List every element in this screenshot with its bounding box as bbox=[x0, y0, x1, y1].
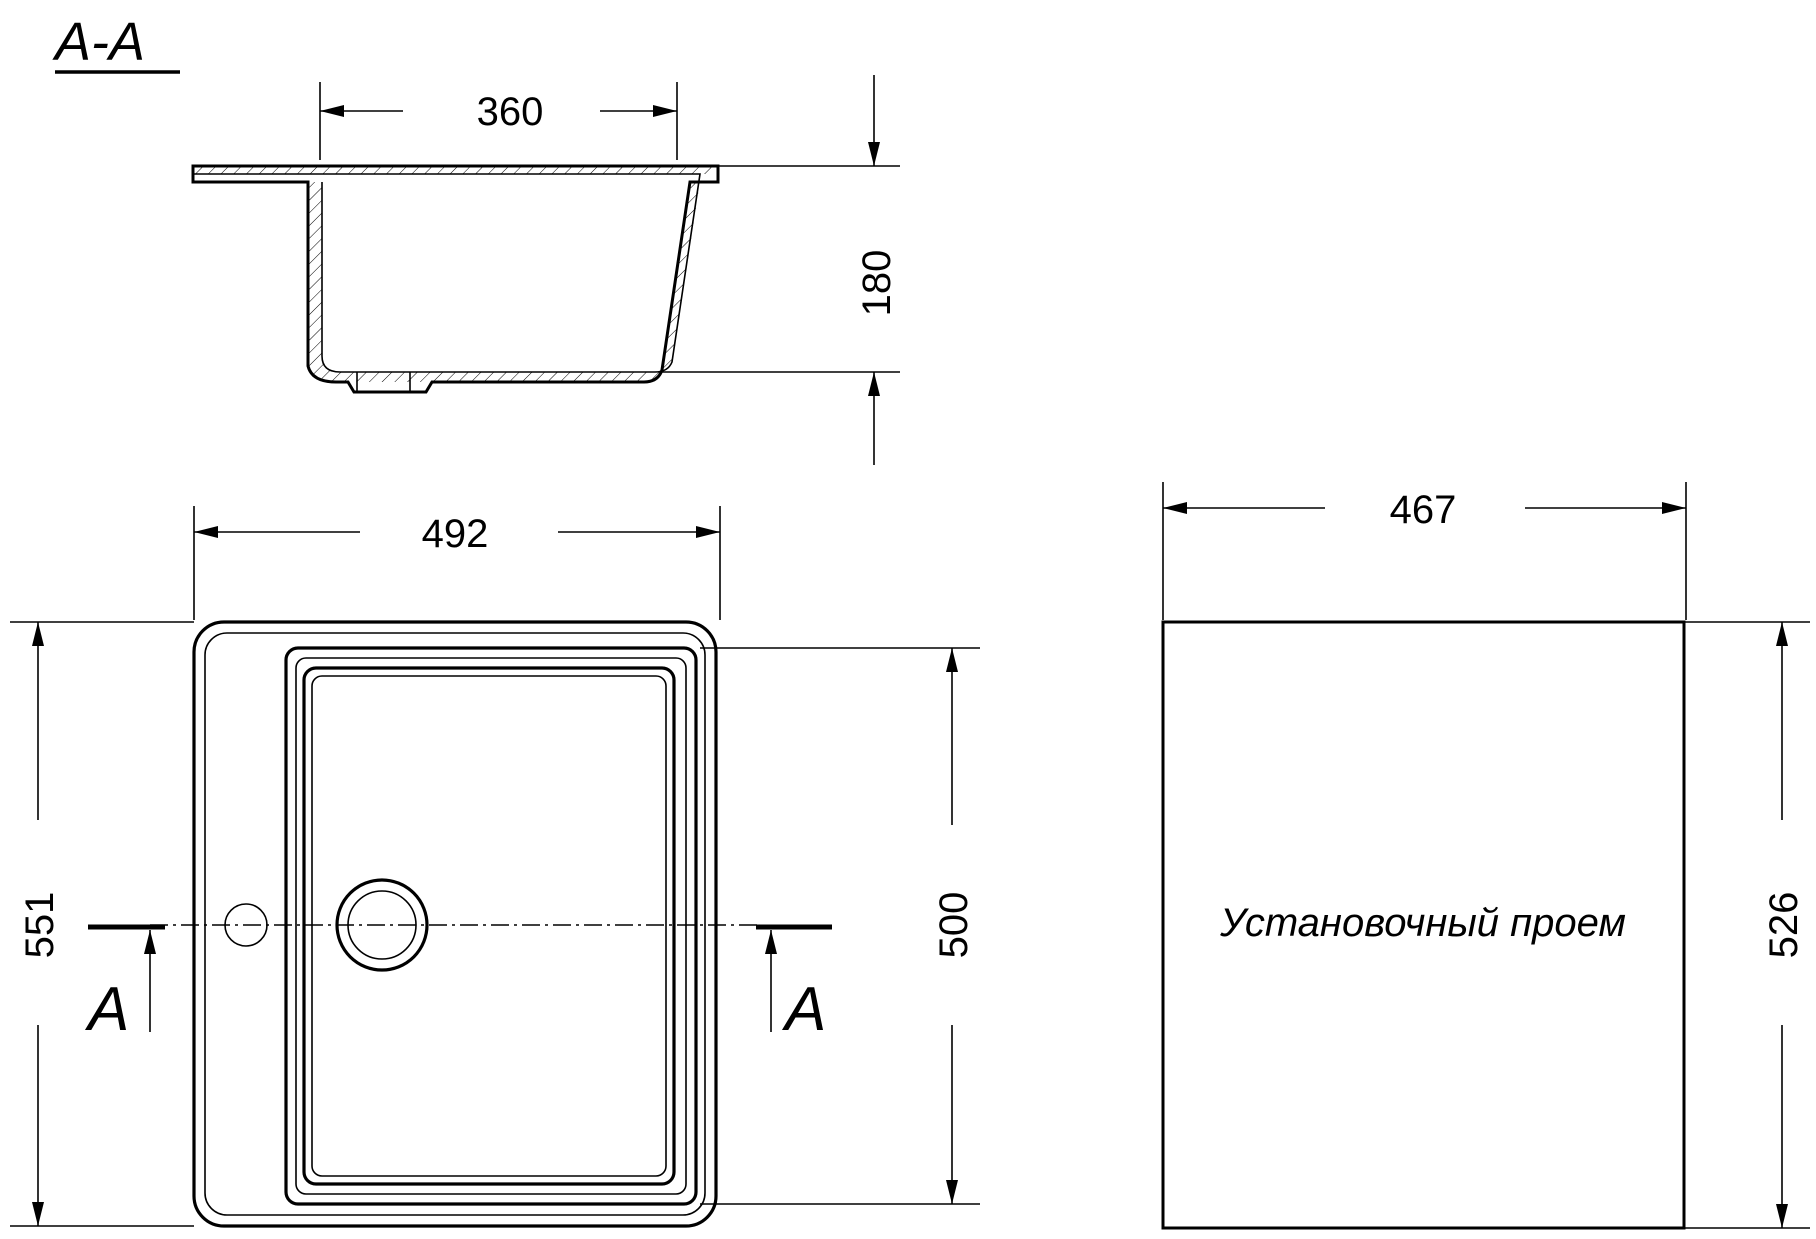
bowl-length-label: 500 bbox=[932, 892, 976, 959]
section-wall-hatch bbox=[308, 182, 700, 382]
section-depth-label: 180 bbox=[855, 250, 899, 317]
bowl-rim-inner bbox=[295, 657, 687, 1195]
cutout-rectangle bbox=[1161, 620, 1686, 1230]
bowl-rim-outer bbox=[284, 646, 698, 1206]
cutout-label: Установочный проем bbox=[1219, 901, 1626, 945]
plan-view: A A 492 551 500 bbox=[10, 506, 980, 1228]
cutout-view: Установочный проем 467 526 bbox=[1161, 482, 1810, 1230]
bowl-bottom-inner bbox=[311, 675, 667, 1177]
section-profile-outer bbox=[191, 164, 720, 394]
cutout-length-label: 526 bbox=[1762, 892, 1806, 959]
cutout-width-label: 467 bbox=[1390, 488, 1457, 532]
plan-width-label: 492 bbox=[422, 512, 489, 556]
bowl-bottom-outer bbox=[302, 666, 676, 1186]
plan-length-label: 551 bbox=[18, 892, 62, 959]
section-profile-inner bbox=[193, 173, 701, 373]
cut-marker-right-label: A bbox=[781, 975, 826, 1044]
section-view: A-A 360 180 bbox=[52, 12, 900, 465]
section-rim-hatch bbox=[193, 166, 718, 174]
sink-outer-edge-inner bbox=[204, 632, 706, 1216]
section-width-label: 360 bbox=[477, 90, 544, 134]
cut-marker-left-label: A bbox=[84, 975, 129, 1044]
sink-outer-edge bbox=[192, 620, 718, 1228]
section-title: A-A bbox=[52, 12, 145, 72]
